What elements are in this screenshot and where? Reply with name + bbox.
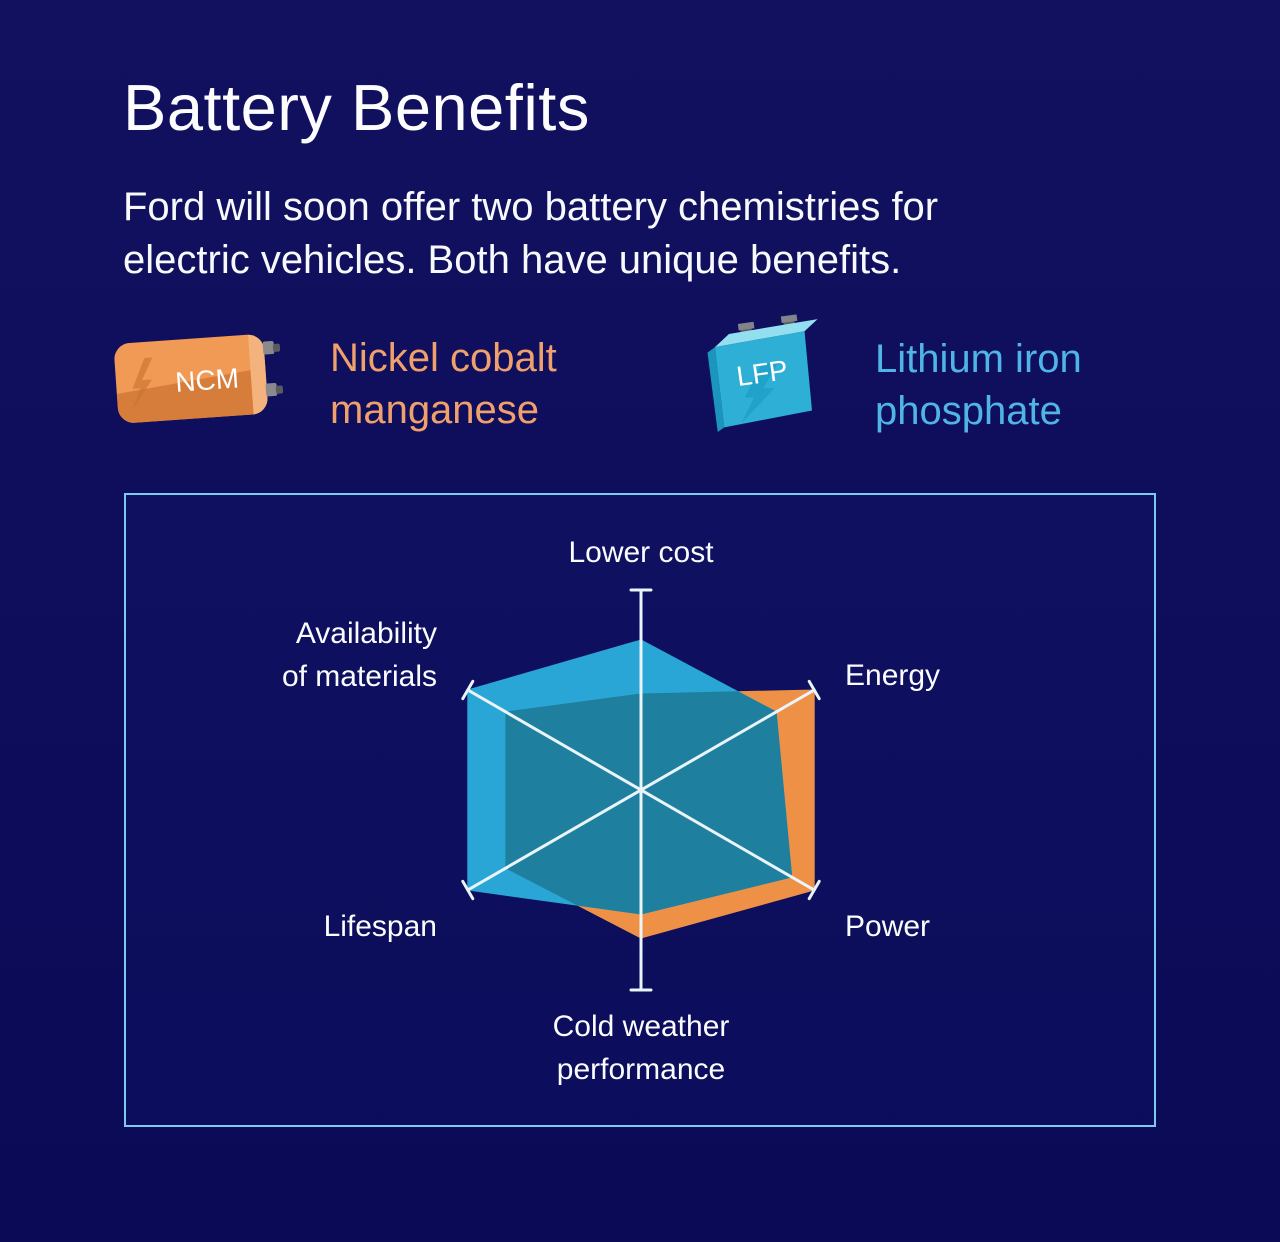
ncm-legend-label: Nickel cobalt manganese	[330, 332, 557, 436]
radar-chart-panel: Lower cost Availability of materials Ene…	[124, 493, 1156, 1127]
lfp-battery-label: LFP	[735, 354, 790, 392]
series-overlap-polygon	[505, 691, 793, 915]
axis-label-lifespan: Lifespan	[323, 910, 437, 943]
radar-axes	[461, 588, 821, 992]
lfp-battery-icon: LFP	[707, 314, 818, 432]
page-subtitle: Ford will soon offer two battery chemist…	[123, 181, 938, 287]
lfp-name-line-2: phosphate	[875, 389, 1062, 433]
axis-label-power: Power	[845, 910, 931, 943]
ncm-battery-icon: NCM	[114, 333, 284, 424]
radar-axis-line	[807, 679, 821, 701]
lfp-bolt-icon	[741, 362, 779, 424]
ncm-battery-label: NCM	[174, 362, 240, 397]
ncm-bolt-icon	[132, 357, 153, 411]
axis-label-lower-cost: Lower cost	[568, 536, 714, 569]
page-title: Battery Benefits	[123, 71, 590, 144]
lfp-name-line-1: Lithium iron	[875, 337, 1082, 381]
radar-axis-line	[807, 879, 821, 901]
radar-axis-line	[461, 679, 475, 701]
subtitle-line-1: Ford will soon offer two battery chemist…	[123, 185, 939, 229]
axis-label-availability: Availability of materials	[281, 617, 437, 693]
radar-axis-line	[466, 688, 816, 892]
ncm-name-line-1: Nickel cobalt	[330, 336, 557, 380]
axis-label-energy: Energy	[845, 659, 941, 692]
lfp-legend-label: Lithium iron phosphate	[875, 333, 1082, 437]
ncm-name-line-2: manganese	[330, 388, 540, 432]
radar-axis-line	[461, 879, 475, 901]
radar-svg	[461, 588, 821, 992]
subtitle-line-2: electric vehicles. Both have unique bene…	[123, 238, 902, 282]
axis-label-cold-weather: Cold weather performance	[552, 1010, 730, 1086]
